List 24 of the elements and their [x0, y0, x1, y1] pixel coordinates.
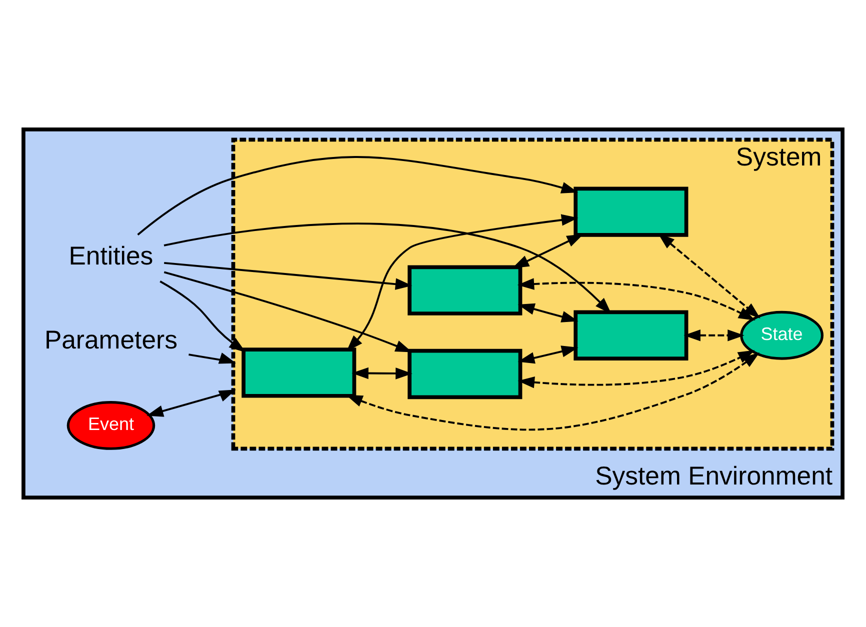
node-ellipse: State: [740, 310, 824, 360]
arrow: [518, 303, 578, 322]
node-text: Parameters: [44, 326, 178, 354]
arrow: [512, 234, 584, 268]
arrow: [518, 350, 755, 388]
arrow: [146, 390, 236, 417]
node-text: Entities: [68, 242, 154, 271]
arrow: [137, 156, 578, 236]
arrow: [346, 214, 578, 352]
arrow: [164, 262, 412, 290]
arrow: [164, 271, 412, 352]
arrow: [188, 352, 236, 364]
arrow: [352, 367, 412, 380]
arrow: [164, 222, 612, 314]
node-box: [408, 265, 522, 316]
node-box: [408, 348, 522, 400]
node-box: [574, 310, 688, 360]
arrow: [684, 330, 744, 342]
arrow: [160, 280, 246, 352]
node-box: [574, 186, 688, 237]
arrow: [517, 278, 756, 320]
node-ellipse: Event: [66, 401, 156, 450]
arrow: [518, 346, 578, 364]
node-box: [242, 348, 356, 398]
